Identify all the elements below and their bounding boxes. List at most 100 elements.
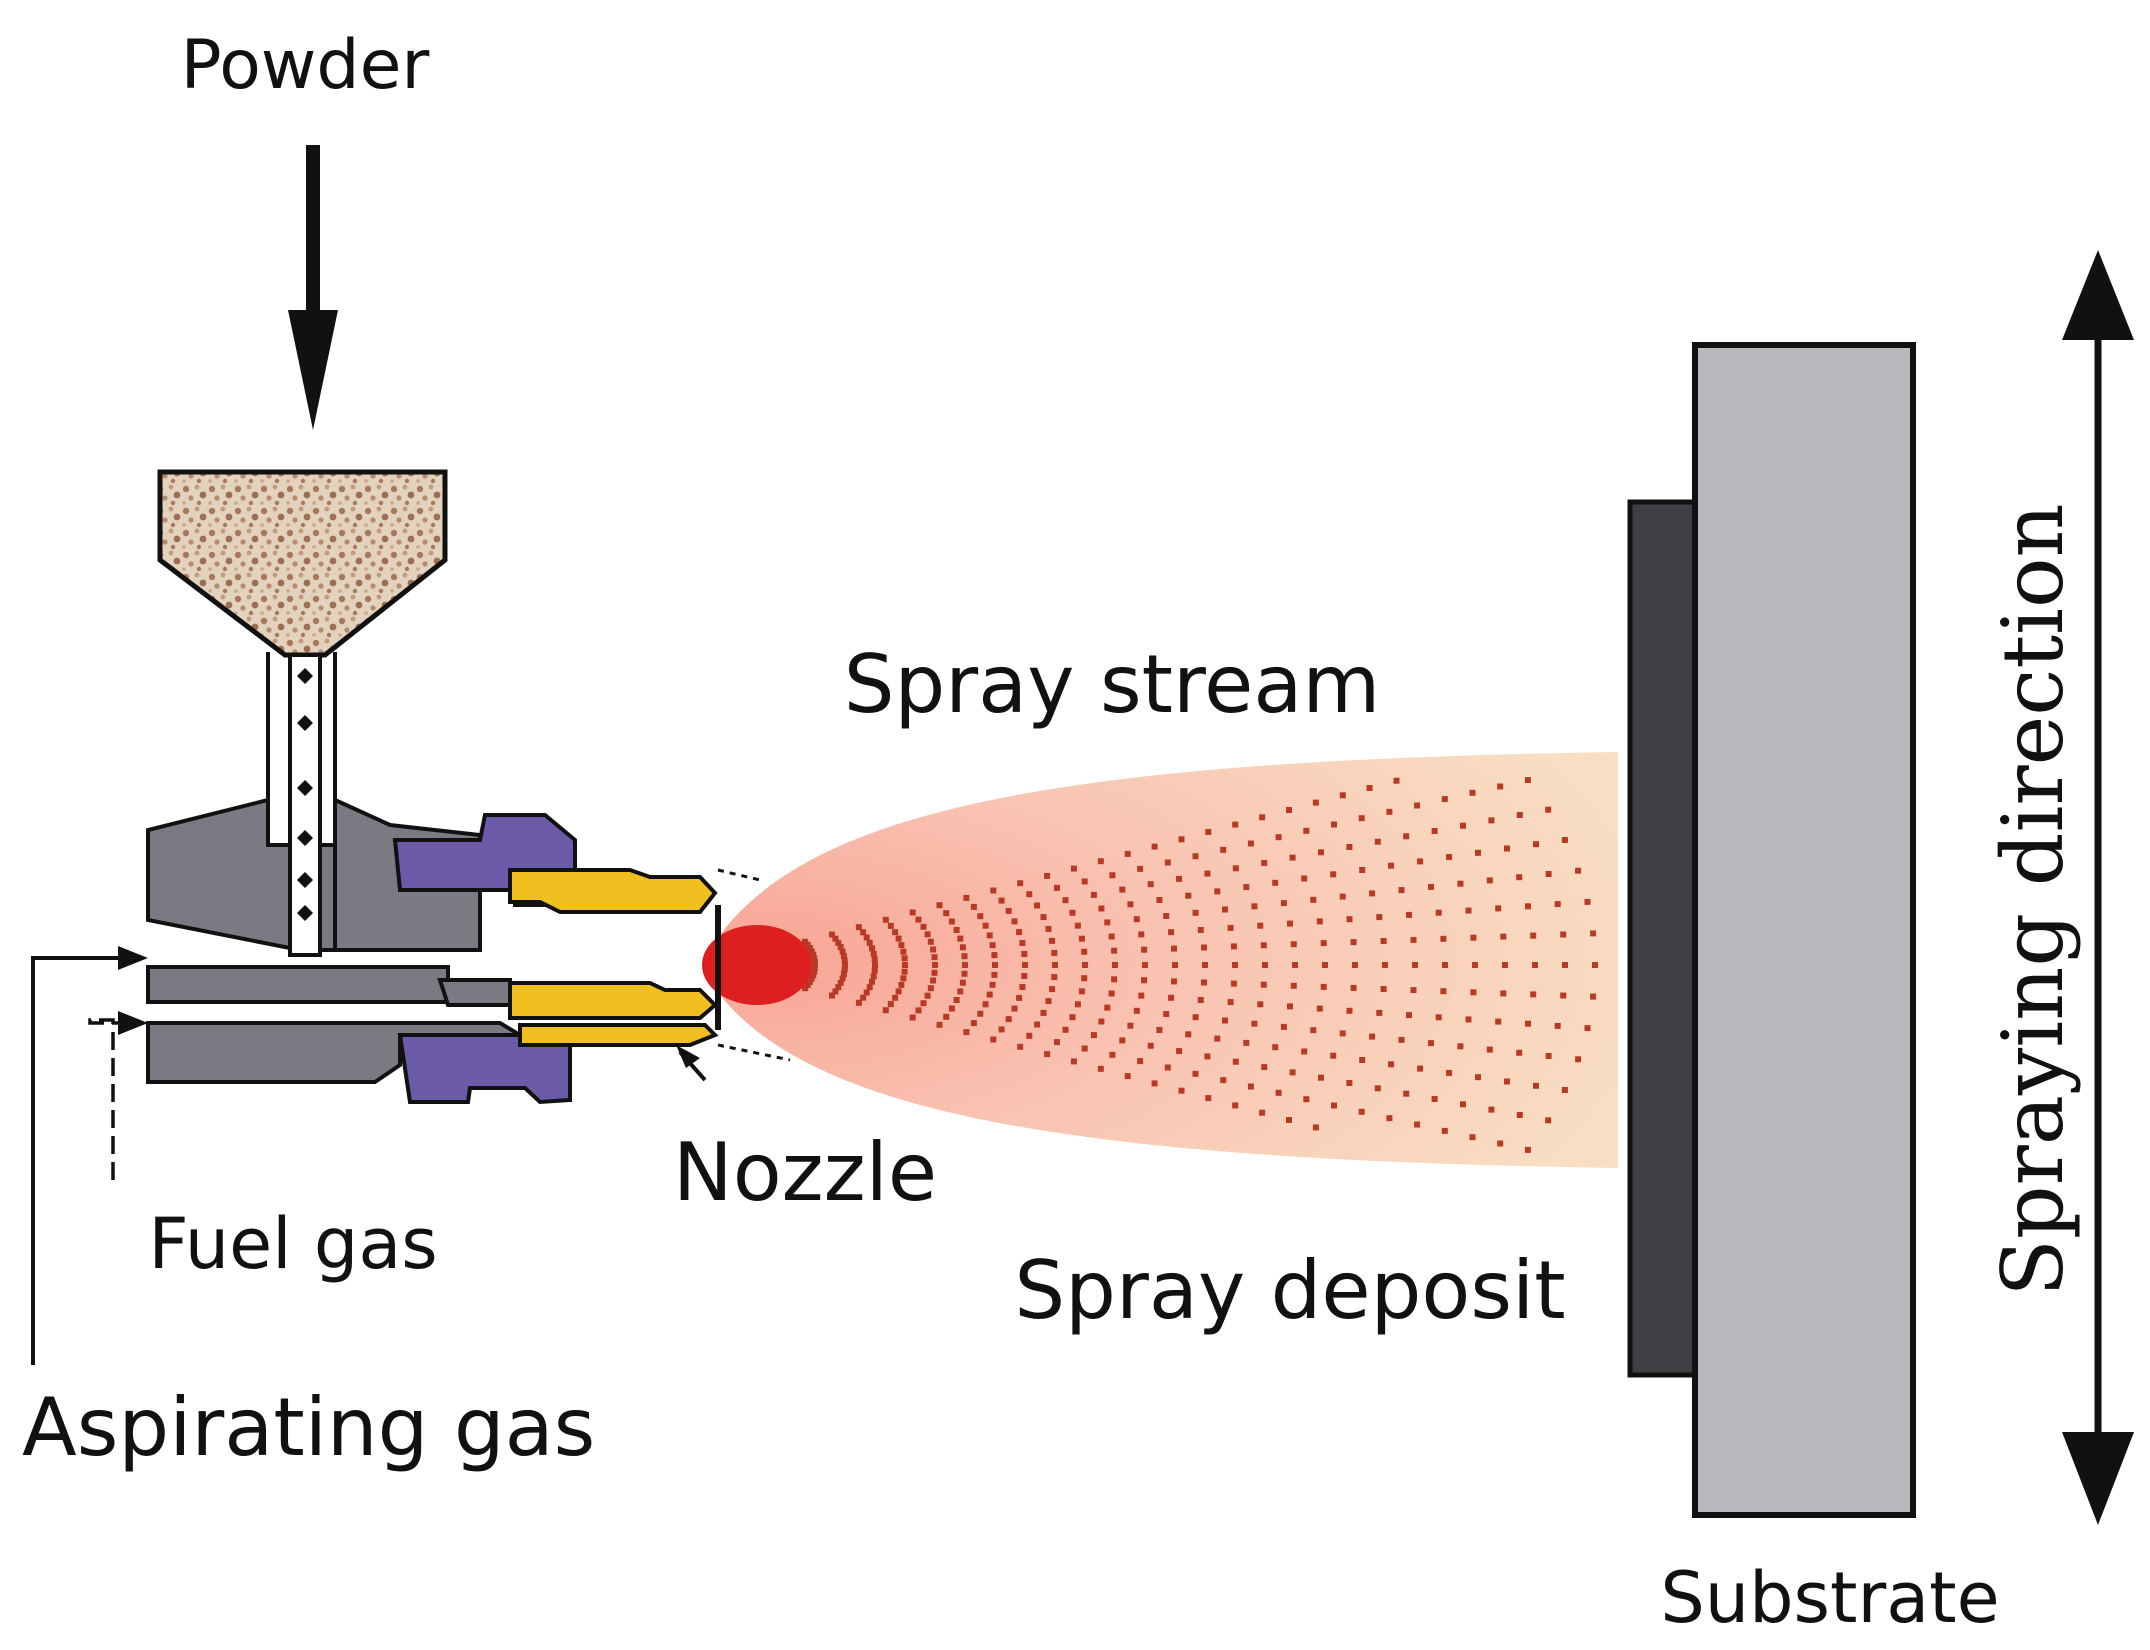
particle-dot xyxy=(920,1000,927,1007)
particle-dot xyxy=(1137,865,1144,872)
particle-dot xyxy=(1460,1101,1466,1108)
particle-dot xyxy=(1287,1003,1293,1010)
particle-dot xyxy=(1127,1022,1134,1029)
particle-dot xyxy=(895,935,902,942)
spray-plume xyxy=(720,752,1618,1168)
particle-dot xyxy=(1554,1022,1561,1029)
particle-dot xyxy=(1138,931,1145,938)
particle-dot xyxy=(1330,1052,1337,1059)
particle-dot xyxy=(1201,979,1207,986)
particle-dot xyxy=(900,975,907,982)
particle-dot xyxy=(1164,1064,1171,1071)
particle-dot xyxy=(1320,940,1327,947)
particle-dot xyxy=(1303,827,1310,834)
particle-dot xyxy=(1040,914,1047,921)
particle-dot xyxy=(1124,1073,1131,1080)
particle-dot xyxy=(1081,975,1088,982)
particle-dot xyxy=(829,931,835,938)
particle-dot xyxy=(1172,962,1178,968)
particle-dot xyxy=(1011,1005,1018,1012)
particle-dot xyxy=(1358,815,1365,822)
particle-dot xyxy=(1141,977,1148,984)
particle-dot xyxy=(1590,993,1597,1000)
particle-dot xyxy=(1358,1108,1365,1115)
particle-dot xyxy=(1138,992,1145,999)
particle-dot xyxy=(1022,962,1028,968)
particle-dot xyxy=(1393,777,1400,784)
substrate-block xyxy=(1692,342,1916,1518)
particle-dot xyxy=(1247,840,1254,847)
particle-dot xyxy=(839,975,846,982)
spray-gun xyxy=(146,469,791,1105)
particle-dot xyxy=(840,971,847,977)
particle-dot xyxy=(1374,838,1381,845)
particle-dot xyxy=(948,1005,955,1012)
particle-dot xyxy=(1339,1030,1346,1037)
label-fuel-gas: Fuel gas xyxy=(148,1203,437,1285)
particle-dot xyxy=(1119,886,1126,893)
particle-dot xyxy=(808,975,815,982)
particle-dot xyxy=(1019,940,1026,946)
particle-dot xyxy=(1301,875,1308,882)
particle-dot xyxy=(804,982,811,989)
particle-dot xyxy=(1026,1032,1033,1039)
particle-dot xyxy=(811,955,818,962)
particle-dot xyxy=(806,978,813,985)
particle-dot xyxy=(1214,888,1221,895)
particle-dot xyxy=(1151,1080,1158,1087)
particle-dot xyxy=(837,979,844,986)
particle-dot xyxy=(1272,1044,1279,1051)
particle-dot xyxy=(1560,992,1567,999)
particle-dot xyxy=(811,958,818,965)
particle-dot xyxy=(1078,988,1085,995)
particle-dot xyxy=(957,988,964,995)
particle-dot xyxy=(1475,1074,1481,1081)
particle-dot xyxy=(1204,1053,1211,1060)
particle-dot xyxy=(1286,1117,1292,1123)
particle-dot xyxy=(982,1001,989,1008)
particle-dot xyxy=(1312,1124,1319,1131)
particle-dot xyxy=(855,924,862,931)
particle-dot xyxy=(1289,1069,1296,1076)
particle-dot xyxy=(1446,1069,1453,1076)
particle-dot xyxy=(835,939,842,946)
particle-dot xyxy=(1488,1106,1495,1113)
particle-dot xyxy=(936,902,943,909)
particle-dot xyxy=(810,972,817,979)
particle-dot xyxy=(1561,1087,1568,1093)
particle-dot xyxy=(1504,1078,1510,1085)
particle-dot xyxy=(1303,1096,1310,1103)
particle-dot xyxy=(812,962,818,968)
particle-dot xyxy=(1202,962,1208,968)
particle-dot xyxy=(1142,962,1148,968)
particle-dot xyxy=(1545,1053,1552,1059)
particle-dot xyxy=(1369,890,1376,897)
particle-dot xyxy=(1318,849,1324,856)
particle-dot xyxy=(1045,998,1052,1005)
particle-dot xyxy=(1554,901,1561,908)
particle-dot xyxy=(1530,932,1537,939)
particle-dot xyxy=(882,916,889,923)
particle-dot xyxy=(1197,927,1204,933)
particle-dot xyxy=(1104,1004,1111,1011)
particle-dot xyxy=(991,952,998,959)
particle-dot xyxy=(870,973,877,980)
particle-dot xyxy=(909,909,916,916)
particle-dot xyxy=(1232,865,1239,872)
particle-dot xyxy=(1243,884,1250,891)
particle-dot xyxy=(1262,962,1268,968)
dashed-arrow-icon xyxy=(88,1011,148,1180)
label-spray-deposit: Spray deposit xyxy=(1014,1244,1565,1337)
particle-dot xyxy=(1222,906,1228,913)
particle-dot xyxy=(1312,799,1319,806)
particle-dot xyxy=(810,951,817,958)
particle-dot xyxy=(1465,907,1472,914)
particle-dot xyxy=(1406,1012,1412,1019)
particle-dot xyxy=(1460,822,1466,829)
particle-dot xyxy=(977,913,984,920)
particle-dot xyxy=(1141,946,1148,953)
particle-dot xyxy=(898,942,905,949)
particle-dot xyxy=(1232,962,1238,968)
particle-dot xyxy=(1163,913,1170,919)
